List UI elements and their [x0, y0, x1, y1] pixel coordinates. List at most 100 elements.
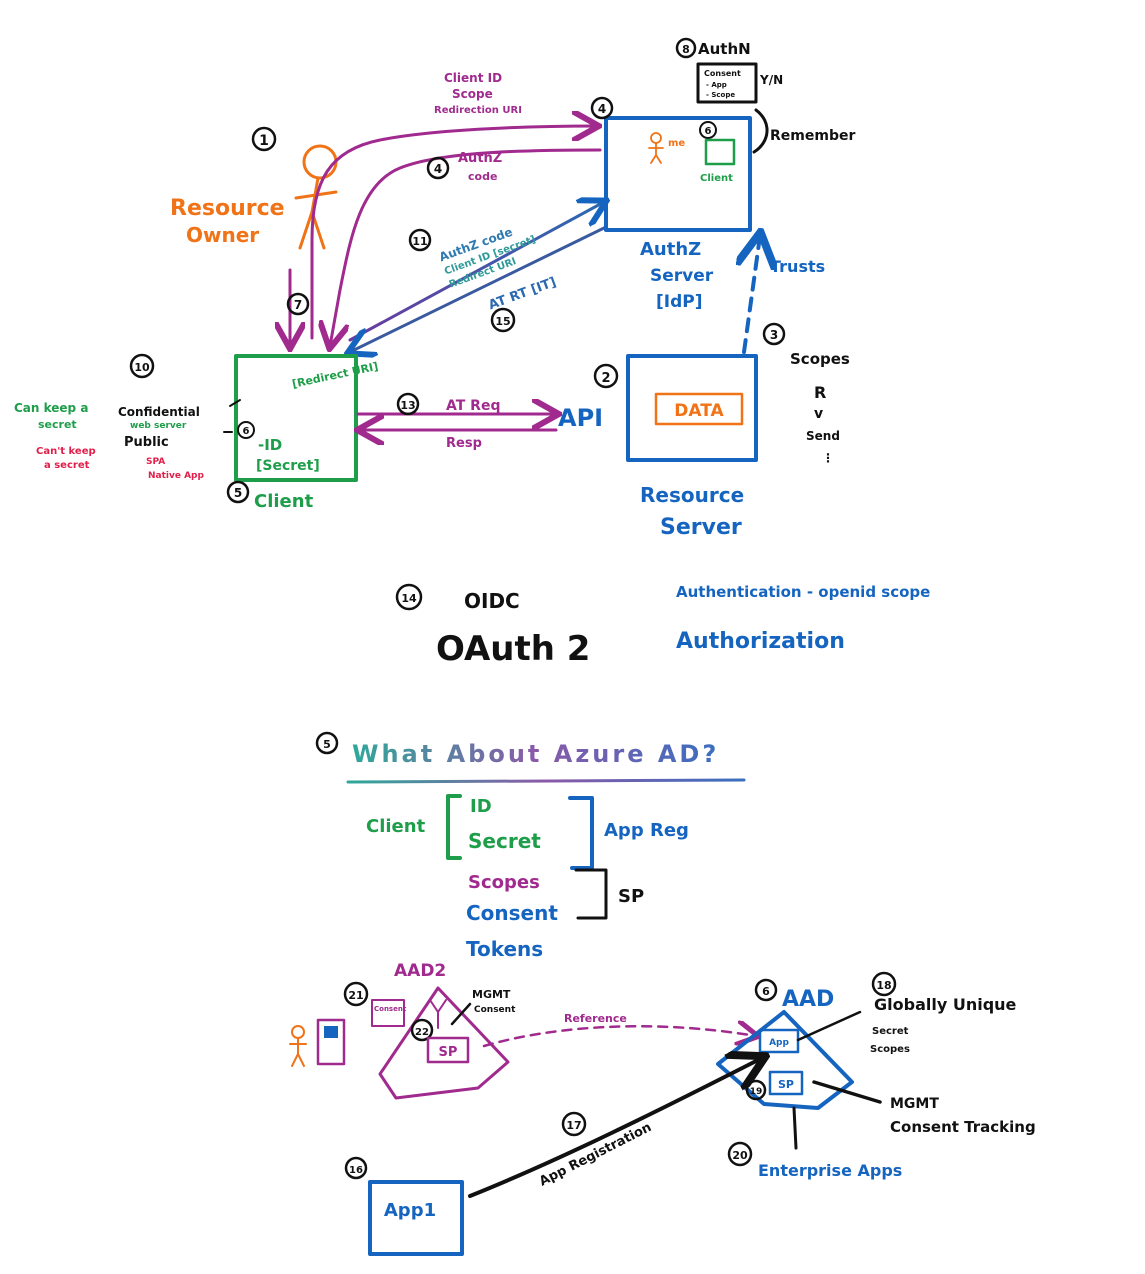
- app1-label: App1: [384, 1200, 436, 1221]
- resource-server-label-line1: Resource: [640, 483, 744, 507]
- step-8-badge: [675, 37, 697, 59]
- step-7-number: 7: [294, 298, 302, 312]
- cant-keep-secret-line2: a secret: [44, 460, 90, 471]
- cant-keep-secret-line1: Can't keep: [36, 446, 96, 457]
- step-5-badge: [226, 480, 250, 504]
- resource-server-label-line2: Server: [660, 515, 742, 540]
- aad2-sp-label: SP: [439, 1045, 458, 1060]
- aad-title: AAD: [782, 987, 834, 1012]
- app-reg-step-17-badge: [561, 1111, 587, 1137]
- request-param-client-id: Client ID: [444, 71, 502, 85]
- aad2-shape: [378, 986, 510, 1100]
- aad-tenant: 6 AAD App 19 SP: [716, 978, 882, 1150]
- client-redirect-uri: [Redirect URI]: [291, 360, 379, 391]
- aad2-tenant: 21 AAD2 Consent 22 SP MGMT Consent: [289, 961, 516, 1100]
- resource-owner-label-line2: Owner: [186, 223, 259, 247]
- consent-line2: - App: [706, 81, 727, 89]
- authz-server-label-line1: AuthZ: [640, 239, 701, 260]
- step-10-number: 10: [134, 361, 150, 374]
- me-label: me: [668, 138, 685, 149]
- scope-send: Send: [806, 429, 840, 443]
- aad2-user-icon: [289, 1025, 307, 1067]
- token-request-arrow: [348, 202, 604, 342]
- authn-title: AuthN: [698, 40, 751, 58]
- app1-step-16-number: 16: [349, 1165, 363, 1176]
- authz-server-label-line3: [IdP]: [656, 292, 703, 312]
- app-reg-label: App Reg: [604, 820, 689, 841]
- authz-code-label-line2: code: [468, 170, 497, 183]
- consent-line3: - Scope: [706, 91, 735, 99]
- aad2-mgmt-line1: MGMT: [472, 988, 511, 1001]
- step-6-client-number: 6: [243, 426, 250, 437]
- aad-step-6-badge: [754, 978, 778, 1002]
- step-15-number: 15: [495, 315, 510, 328]
- request-param-redirect-uri: Redirection URI: [434, 105, 522, 116]
- app-reg-bracket: [568, 796, 594, 870]
- step-2-number: 2: [601, 371, 610, 386]
- azure-section: 5 What About Azure AD? Client ID Secret …: [289, 731, 1036, 1256]
- aad2-consent-box: [371, 999, 405, 1027]
- step-14-number: 14: [401, 592, 417, 605]
- step-6-number: 6: [705, 126, 712, 137]
- request-param-scope: Scope: [452, 87, 493, 101]
- registered-client-box: [704, 138, 736, 166]
- step-15-badge: [490, 307, 516, 333]
- step-6-client-badge: [237, 421, 255, 439]
- azure-step-5-number: 5: [323, 738, 331, 751]
- native-app-label: Native App: [148, 471, 205, 481]
- step-8-number: 8: [682, 43, 690, 56]
- confidential-label: Confidential: [118, 405, 200, 419]
- scope-more: ⋮: [822, 451, 834, 465]
- mgmt-label-line2: Consent Tracking: [890, 1118, 1036, 1136]
- step-4-server-number: 4: [598, 102, 606, 116]
- step-14-badge: [395, 583, 423, 611]
- resource-server: 2 DATA Resource Server: [593, 354, 758, 540]
- step-2-badge: [593, 363, 619, 389]
- authz-code-label-line1: AuthZ: [458, 151, 502, 166]
- app-reg-step-17-number: 17: [566, 1119, 581, 1132]
- aad2-step-21-number: 21: [348, 989, 363, 1002]
- api-label: API: [558, 404, 603, 432]
- data-label: DATA: [674, 401, 724, 421]
- globally-unique-scopes: Scopes: [870, 1044, 910, 1055]
- step-4-code-badge: [426, 156, 450, 180]
- client-types: 10 Confidential web server Public SPA Na…: [14, 353, 241, 481]
- app-registration-arrow: [468, 1058, 762, 1198]
- azure-scopes: Scopes: [468, 872, 540, 893]
- web-server-label: web server: [130, 421, 187, 431]
- aad2-step-21-badge: [343, 981, 369, 1007]
- remember-label: Remember: [770, 128, 855, 144]
- globally-unique-title: Globally Unique: [874, 995, 1017, 1014]
- azure-consent: Consent: [466, 901, 558, 925]
- oauth2-description: Authorization: [676, 629, 845, 654]
- resource-owner: 1 Resource Owner: [170, 126, 338, 250]
- globally-unique-step-18-number: 18: [876, 979, 891, 992]
- public-label: Public: [124, 435, 169, 450]
- step-11-badge: [408, 228, 432, 252]
- globally-unique-secret: Secret: [872, 1026, 909, 1037]
- aad-app-label: App: [769, 1038, 789, 1048]
- client-app: [Redirect URI] 6 -ID [Secret] 5 Client: [226, 354, 379, 512]
- authorization-request-arrow: [310, 126, 596, 340]
- authz-server-label-line2: Server: [650, 266, 714, 286]
- api-response-label: Resp: [446, 436, 482, 451]
- azure-secret: Secret: [468, 829, 541, 853]
- trusts-label: Trusts: [770, 257, 825, 276]
- client-secret-label: [Secret]: [256, 458, 320, 474]
- app1-box: [368, 1180, 464, 1256]
- step-3-badge: [762, 322, 786, 346]
- can-keep-secret-line1: Can keep a: [14, 401, 88, 415]
- step-13-number: 13: [400, 399, 415, 412]
- step-11-number: 11: [412, 235, 427, 248]
- aad-step-19-number: 19: [750, 1087, 763, 1097]
- step-7-badge: [286, 292, 310, 316]
- enterprise-apps-label: Enterprise Apps: [758, 1161, 902, 1180]
- step-3-number: 3: [770, 328, 778, 342]
- oidc-description: Authentication - openid scope: [676, 583, 930, 601]
- scope-r: R: [814, 383, 826, 402]
- oauth2-label: OAuth 2: [436, 629, 590, 669]
- mgmt-label-line1: MGMT: [890, 1096, 939, 1112]
- aad2-sp-box: [426, 1036, 470, 1064]
- step-10-badge: [129, 353, 155, 379]
